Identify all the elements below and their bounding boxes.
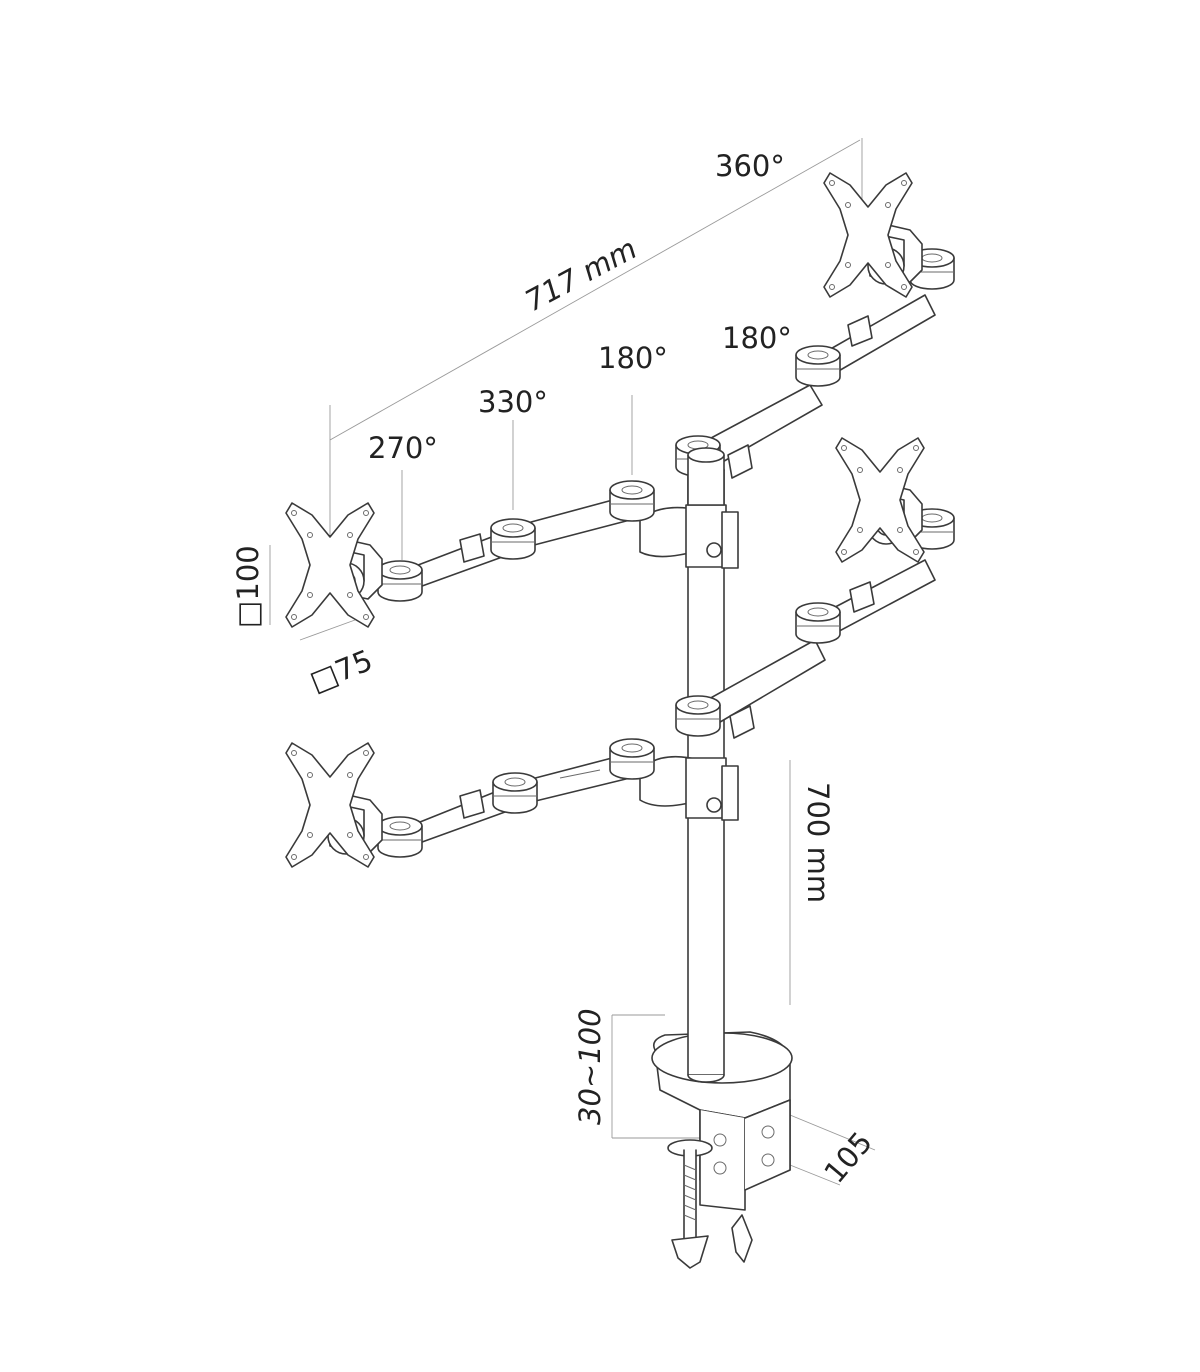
- clamp-thickness-label: 30~100: [573, 1008, 607, 1125]
- vesa-100-label: □100: [231, 545, 265, 628]
- lower-right-arm: [675, 437, 955, 739]
- desk-clamp: [651, 1031, 793, 1269]
- rotation-180-upper-label: 180°: [722, 321, 792, 355]
- pole-cap: [687, 447, 725, 506]
- rotation-330-label: 330°: [478, 385, 548, 419]
- rotation-360-label: 360°: [715, 149, 785, 183]
- dimension-lines: [269, 138, 876, 1186]
- upper-left-arm: [285, 480, 739, 628]
- rotation-270-label: 270°: [368, 431, 438, 465]
- upper-right-arm: [675, 172, 955, 479]
- width-717-label: 717 mm: [519, 231, 642, 318]
- lower-left-arm: [285, 738, 739, 868]
- rotation-180-mid-label: 180°: [598, 341, 668, 375]
- height-700-label: 700 mm: [801, 782, 835, 903]
- vesa-75-label: □75: [305, 643, 377, 699]
